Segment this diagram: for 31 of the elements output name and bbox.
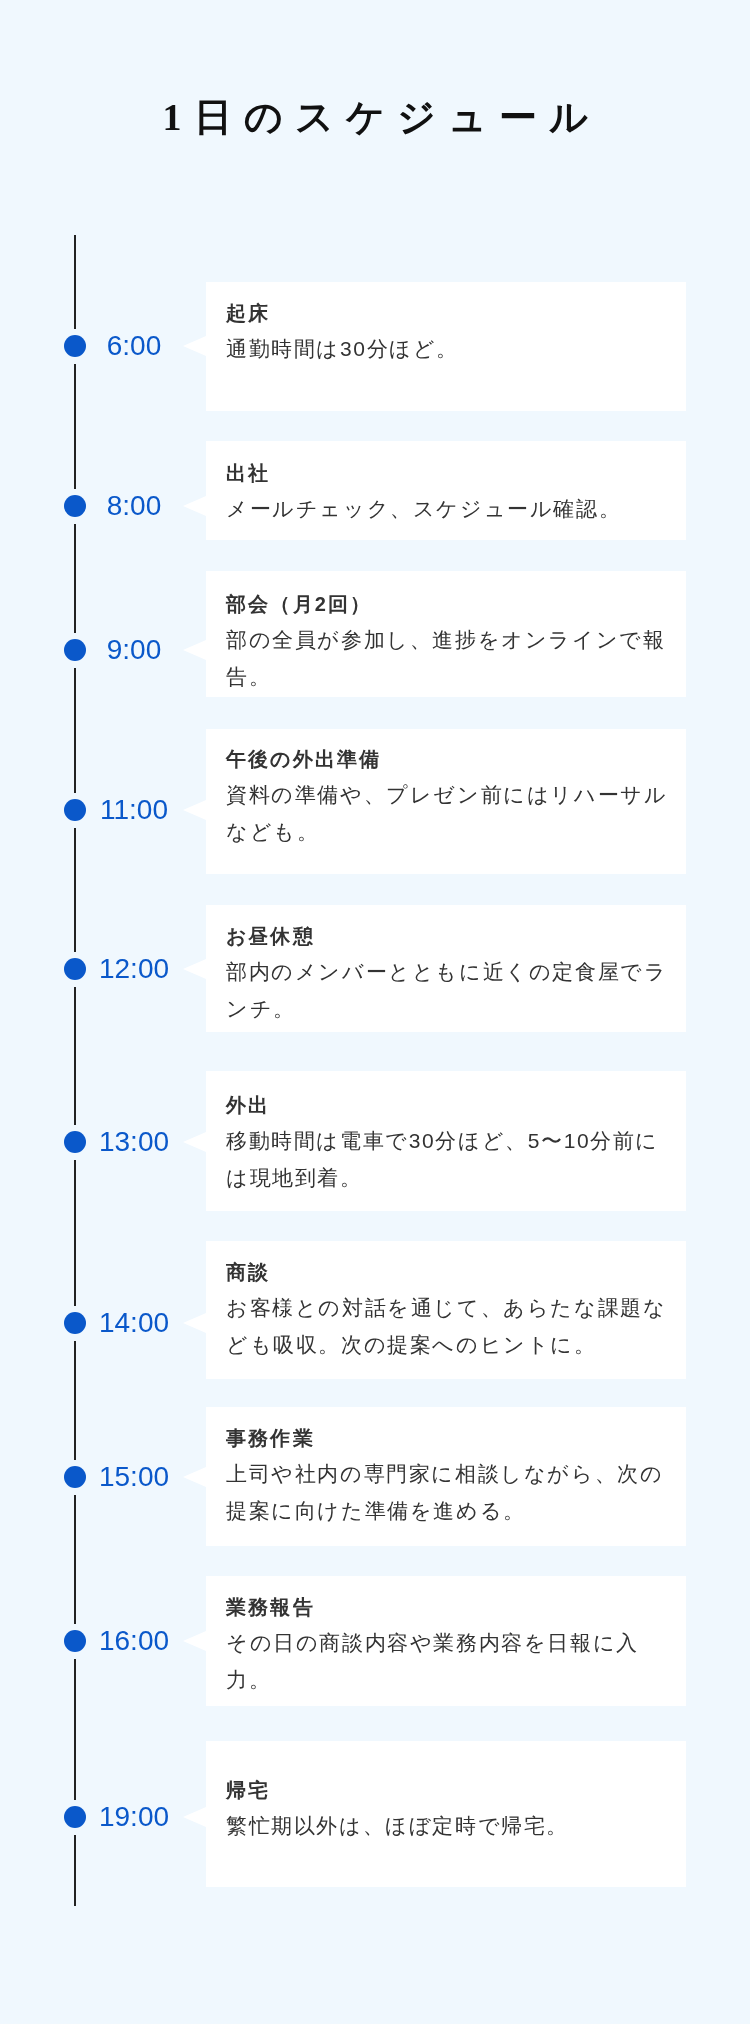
card-heading: 午後の外出準備 [226,747,382,772]
card-heading: 事務作業 [226,1426,315,1451]
card-heading: 帰宅 [226,1778,271,1803]
card-text: 移動時間は電車で30分ほど、5〜10分前には現地到着。 [226,1128,660,1191]
card-text: メールチェック、スケジュール確認。 [226,496,622,522]
time-label: 9:00 [106,633,162,667]
card-heading: 出社 [226,461,271,486]
time-label: 19:00 [98,1800,170,1834]
time-label: 16:00 [98,1624,170,1658]
card-text: 通勤時間は30分ほど。 [226,336,459,362]
card-heading: 外出 [226,1093,271,1118]
title: 1日のスケジュール [162,95,600,140]
card-text: お客様との対話を通じて、あらたな課題なども吸収。次の提案へのヒントに。 [226,1295,668,1358]
card-text: その日の商談内容や業務内容を日報に入力。 [226,1630,640,1693]
card-heading: お昼休憩 [226,924,315,949]
time-label: 13:00 [98,1125,170,1159]
card-text: 上司や社内の専門家に相談しながら、次の提案に向けた準備を進める。 [226,1461,665,1524]
card-heading: 商談 [226,1260,271,1285]
card-text: 繁忙期以外は、ほぼ定時で帰宅。 [226,1813,569,1839]
card-text: 資料の準備や、プレゼン前にはリハーサルなども。 [226,782,669,845]
card-heading: 起床 [226,301,271,326]
card-text: 部の全員が参加し、進捗をオンラインで報告。 [226,627,667,690]
time-label: 15:00 [98,1460,170,1494]
card-heading: 業務報告 [226,1595,315,1620]
time-label: 6:00 [106,329,162,363]
card-heading: 部会（月2回） [226,592,373,617]
time-label: 8:00 [106,489,162,523]
time-label: 12:00 [98,952,170,986]
card-text: 部内のメンバーとともに近くの定食屋でランチ。 [226,959,669,1022]
time-label: 14:00 [98,1306,170,1340]
time-label: 11:00 [100,793,168,827]
